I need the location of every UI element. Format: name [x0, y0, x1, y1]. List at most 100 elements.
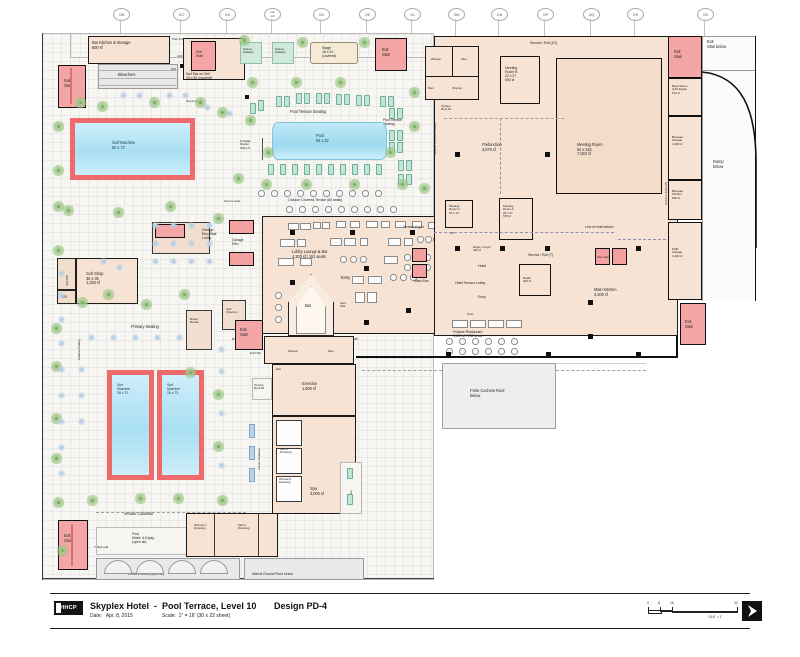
outdoor-covered-terrace-vert-label: Outdoor Covered Terrace: [433, 122, 437, 155]
spa-treatment-2: [276, 448, 302, 474]
ramp-below-zone: [702, 36, 756, 301]
column-line-gr: [634, 19, 635, 41]
ws-label-1: WS: [171, 67, 176, 71]
fb-storage: [668, 222, 702, 300]
deluxe-cabana-1: [240, 42, 262, 64]
prefunction-label: Prefunction 3,675 sf: [482, 142, 502, 152]
porte-dash-e: [556, 370, 646, 371]
garage-lobby-label: Garage Elev-Stair Lobby: [202, 228, 217, 241]
meeting-room-b: [500, 56, 540, 104]
hhcp-logo: HHCP: [54, 601, 83, 615]
bar-kitchen-label: Bar Kitchen & Storage 600 sf: [92, 40, 131, 50]
grill-label: Grill: [177, 54, 182, 58]
service-exit-10-label: Service / Exit (10'): [530, 41, 558, 45]
sheet-project-title: Skyplex Hotel - Pool Terrace, Level 10: [90, 601, 257, 611]
column-marker-gm: GM: [448, 8, 465, 21]
deluxe-cabana-2-label: Deluxe Cabana: [275, 47, 286, 55]
band-room: [668, 78, 702, 116]
column-marker-gk: GK: [359, 8, 376, 21]
men-label-1: Men: [328, 349, 334, 353]
banquet-storage-label: Banquet Storage 1,000 sf: [672, 135, 683, 146]
serv-elev-label: Serv. Elev.: [597, 255, 611, 259]
column-marker-gl: GL: [404, 8, 421, 21]
bleachers-label: Bleachers: [118, 72, 136, 77]
exit-stair-surfbar: [191, 41, 216, 71]
hotel-east-wall-lower: [676, 336, 679, 358]
feature-restaurant-label: Feature Restaurant 3,800 sf / 156 seats: [453, 330, 483, 339]
men-tr2-label: Men: [428, 86, 434, 90]
exit-stair-se-label: Exit Stair: [685, 319, 693, 329]
surf-bar-label: Surf Bar w/ Grill 19 x 30 (covered): [186, 72, 213, 81]
banquet-kitchen-label: Banquet Kitchen 500 sf: [672, 189, 683, 200]
column-marker-gn: GN: [491, 8, 508, 21]
west-exterior-wall: [42, 33, 44, 580]
deluxe-cabana-1-label: Deluxe Cabana: [243, 47, 254, 55]
band-room-label: Band Room & AV Equip. 672 sf: [672, 84, 688, 95]
prefunction-dash-v: [500, 118, 501, 194]
meeting-room-a-label: Meeting Room A 22 x 27 576 sf: [503, 204, 514, 219]
stage: [310, 42, 358, 64]
main-kitchen-label: Main Kitchen 3,200 sf: [594, 287, 617, 297]
pool-terrace-seating-east-label: Pool Terrace Seating: [383, 118, 402, 127]
column-line-gg: [320, 19, 321, 43]
exit-stair-sw-label: Exit Stair: [64, 533, 72, 543]
serv-elev-2: [612, 248, 627, 265]
column-marker-gg: GG: [313, 8, 330, 21]
surf-machine-north: [70, 118, 195, 180]
line-of-hotel-above-label: Line of hotel above: [585, 225, 614, 229]
meeting-room-a: [499, 198, 533, 240]
column-marker-gd: GD: [219, 8, 236, 21]
retail: [519, 264, 551, 296]
garage-elev-2: [229, 252, 254, 266]
ramp-below-label: Ramp below: [713, 159, 724, 169]
men-tr-label: Men: [461, 57, 467, 61]
surf-machine-east: [157, 370, 204, 480]
column-line-gp: [544, 19, 545, 41]
terrace-rent-2: [252, 378, 272, 400]
hotel-line-dash-2: [618, 239, 676, 240]
exit-small-label: Exit: [276, 367, 281, 371]
vendor-cabanas-vert-label: Vendor Cabanas: [257, 448, 261, 470]
garage-elev-1: [229, 220, 254, 234]
exit-stair-se: [680, 303, 706, 345]
exit-stair-ne-label: Exit Stair: [382, 47, 390, 57]
hotel-label: Hotel: [478, 264, 486, 268]
service-exit-7-label: Service / Exit (7'): [528, 253, 554, 257]
stage-label: Stage 16 x 24 (covered): [322, 46, 337, 59]
surf-machine-north-label: Surf Machine 50 x 73: [112, 140, 135, 150]
surf-machine-west: [107, 370, 154, 480]
column-line-gb: [120, 19, 121, 45]
spa-treatment-1: [276, 420, 302, 446]
sheet-design-phase: Design PD-4: [274, 601, 328, 611]
stor-off: [57, 258, 76, 290]
column-marker-gs: GS: [697, 8, 714, 21]
column-marker-gp: GP: [537, 8, 554, 21]
pool: [272, 122, 387, 160]
hotel-line-dash-1: [434, 232, 614, 233]
ramp-east-wall: [755, 36, 757, 301]
portable-divider-label: Portable Divider Wall (7'): [240, 139, 251, 150]
porte-cochere-label: Porte Cochere Roof below: [470, 388, 505, 398]
cabana-seating-label: Cabana Seating: [77, 339, 81, 360]
porte-cochere-roof: [442, 363, 556, 429]
regis-foyer-label: Regis. / Foyer 400 sf: [473, 245, 491, 253]
column-marker-gq: GQ: [583, 8, 600, 21]
terrace-foyer-label: Terrace Foyer: [403, 225, 424, 229]
stair-run-nw: [70, 68, 72, 104]
meeting-room-main-label: Meeting Room 64 x 110 7,040 sf: [577, 142, 603, 157]
spa-label: Spa 3,000 sf: [310, 486, 324, 496]
board-rental-west-label: Board Rental: [190, 317, 199, 325]
secure-gate-label-2: Secure Gate: [224, 199, 241, 203]
meeting-room-main: [556, 58, 662, 194]
title-block-rule-top: [50, 593, 750, 595]
host-label: Host: [467, 312, 473, 316]
column-line-gs: [704, 19, 705, 41]
prefunction-dash-h: [444, 118, 564, 119]
outdoor-covered-terrace-label: Outdoor Covered Terrace (80 seats): [288, 198, 343, 202]
surf-checkin-label: Surf Check-in: [226, 307, 238, 315]
womens-dressing-lg-label: Women's Dressing: [194, 523, 207, 531]
women-label-1: Women: [288, 349, 299, 353]
serv-stat-label: Serv. Stat.: [340, 301, 347, 309]
